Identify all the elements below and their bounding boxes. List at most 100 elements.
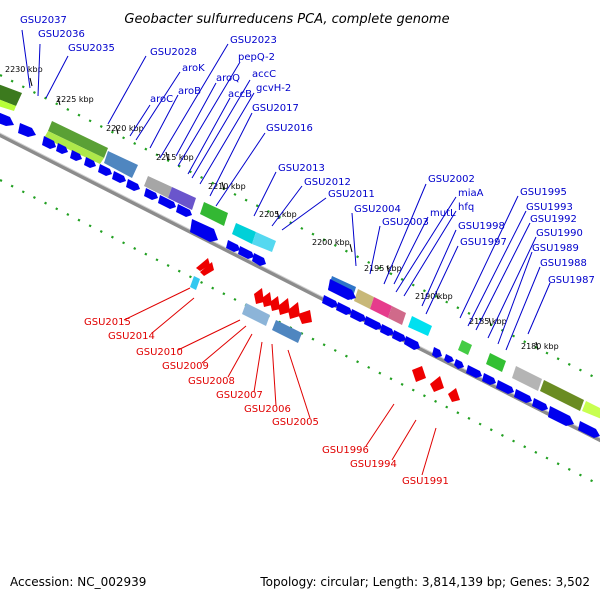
cds-arrow [278, 298, 290, 315]
gene-label: GSU2028 [150, 47, 197, 58]
kbp-label: 2180 kbp [521, 342, 559, 351]
gene-label: GSU1997 [460, 237, 507, 248]
cds-arrow [270, 296, 280, 311]
kbp-label: 2200 kbp [312, 238, 350, 247]
feature-block [458, 340, 472, 355]
gene-label: GSU1993 [526, 202, 573, 213]
forward-leader-lines [21, 29, 551, 351]
feature-block [144, 176, 172, 198]
cds-arrow [432, 347, 442, 358]
kbp-label: 2195 kbp [364, 264, 402, 273]
gene-label: GSU2010 [136, 347, 183, 358]
forward-labels: GSU2037 GSU2036 GSU2035 GSU2028 aroK aro… [20, 15, 595, 286]
kbp-label: 2220 kbp [106, 124, 144, 133]
gene-label: mutL [430, 208, 456, 219]
cds-arrow [578, 421, 600, 438]
feature-block [370, 297, 392, 318]
cds-arrow [322, 295, 338, 308]
cds-arrow [70, 150, 82, 161]
feature-block [0, 99, 16, 111]
cds-arrow [226, 240, 240, 252]
cds-arrow [336, 302, 352, 315]
cds-arrow [350, 309, 366, 322]
cds-arrow [196, 258, 210, 271]
feature-block [512, 366, 542, 391]
reverse-cds-track [196, 258, 460, 402]
gene-label: GSU1990 [536, 228, 583, 239]
gene-label: GSU2005 [272, 417, 319, 428]
feature-block [486, 353, 506, 372]
cds-arrow [288, 302, 300, 319]
feature-block [540, 380, 584, 411]
feature-block [582, 401, 600, 419]
cds-arrow [190, 219, 218, 242]
gene-label: GSU2006 [244, 404, 291, 415]
feature-block [242, 303, 270, 326]
feature-block [232, 223, 256, 244]
map-title: Geobacter sulfurreducens PCA, complete g… [124, 12, 449, 27]
cds-arrow [298, 310, 312, 324]
cds-arrow [364, 316, 382, 330]
gene-label: GSU2015 [84, 317, 131, 328]
feature-block [190, 276, 200, 290]
gene-label: aroB [178, 86, 201, 97]
gene-label: aroC [150, 94, 173, 105]
cds-arrow [328, 279, 356, 300]
gene-label: gcvH-2 [256, 83, 291, 94]
gene-label: GSU2014 [108, 331, 155, 342]
cds-arrow [238, 246, 254, 259]
kbp-label: 2185 kbp [469, 317, 507, 326]
feature-block [408, 316, 432, 336]
gene-label: aroK [182, 63, 205, 74]
gene-label: GSU1996 [322, 445, 369, 456]
kbp-label: 2230 kbp [5, 65, 43, 74]
gene-label: GSU2004 [354, 204, 401, 215]
gene-label: accC [252, 69, 276, 80]
cds-arrow [262, 292, 272, 307]
gene-label: GSU1989 [532, 243, 579, 254]
gene-label: GSU2023 [230, 35, 277, 46]
cds-arrow [482, 373, 496, 385]
gene-label: GSU2036 [38, 29, 85, 40]
reverse-features [190, 276, 302, 343]
feature-block [200, 202, 228, 226]
feature-block [272, 320, 302, 343]
cds-arrow [380, 324, 394, 336]
reverse-leader-lines [123, 287, 437, 476]
gene-label: GSU2003 [382, 217, 429, 228]
gene-label: GSU1998 [458, 221, 505, 232]
feature-block [252, 232, 276, 252]
accession-text: Accession: NC_002939 [10, 575, 146, 589]
feature-block [354, 289, 374, 309]
kbp-ticks [29, 77, 539, 351]
forward-cds-track [0, 112, 600, 438]
cds-arrow [42, 136, 56, 149]
gene-label: hfq [458, 202, 474, 213]
feature-block [44, 131, 104, 164]
feature-block [168, 187, 196, 210]
cds-arrow [496, 380, 514, 394]
cds-arrow [430, 376, 444, 392]
gene-label: GSU1992 [530, 214, 577, 225]
gene-label: GSU2016 [266, 123, 313, 134]
gene-label: GSU2007 [216, 390, 263, 401]
cds-arrow [448, 388, 460, 402]
cds-arrow [18, 123, 36, 137]
feature-block [388, 306, 406, 325]
cds-arrow [466, 365, 482, 378]
cds-arrow [0, 112, 14, 126]
gene-label: GSU2012 [304, 177, 351, 188]
gene-label: GSU2017 [252, 103, 299, 114]
topology-text: Topology: circular; Length: 3,814,139 bp… [259, 575, 590, 589]
gene-label: GSU1994 [350, 459, 397, 470]
cds-arrow [392, 330, 406, 342]
cds-arrow [404, 336, 420, 350]
cds-arrow [56, 143, 68, 154]
cds-arrow [454, 359, 464, 369]
feature-block [104, 151, 138, 178]
gene-label: GSU2009 [162, 361, 209, 372]
cds-arrow [126, 179, 140, 191]
cds-arrow [158, 195, 176, 209]
